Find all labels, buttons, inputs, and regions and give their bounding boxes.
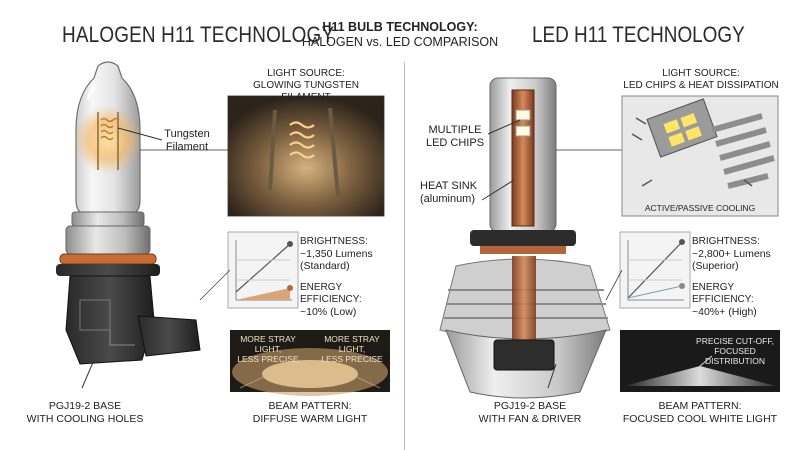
filament-label: Tungsten Filament: [164, 128, 210, 153]
led-cooling-label: ACTIVE/PASSIVE COOLING: [644, 203, 756, 213]
led-heading: LED H11 TECHNOLOGY: [532, 22, 745, 47]
led-light-source-label: LIGHT SOURCE: LED CHIPS & HEAT DISSIPATI…: [623, 68, 779, 91]
led-performance-chart: [619, 231, 691, 309]
led-bulb: [439, 77, 611, 399]
tungsten-filament: [97, 112, 120, 170]
halogen-beam-note-1: MORE STRAY LIGHT, LESS PRECISE: [237, 334, 299, 364]
page-title: H11 BULB TECHNOLOGY: HALOGEN vs. LED COM…: [300, 20, 500, 50]
halogen-beam-pattern: [230, 330, 390, 396]
led-light-source-inset: [621, 95, 779, 217]
chart-pointer-halogen: [199, 269, 231, 301]
halogen-performance-chart: [227, 231, 299, 309]
halogen-light-source-label: LIGHT SOURCE: GLOWING TUNGSTEN FILAMENT: [253, 68, 359, 103]
led-brightness: BRIGHTNESS: ~2,800+ Lumens (Superior): [692, 236, 771, 272]
heatsink-pointer: [481, 179, 515, 201]
halogen-base-label: PGJ19-2 BASE WITH COOLING HOLES: [26, 400, 144, 425]
halogen-brightness: BRIGHTNESS: ~1,350 Lumens (Standard): [300, 236, 373, 272]
base-pointer-led: [547, 363, 557, 389]
filament-pointer: [117, 127, 163, 141]
halogen-heading: HALOGEN H11 TECHNOLOGY: [62, 22, 335, 47]
led-beam-pattern: [620, 330, 780, 392]
led-chips-label: MULTIPLE LED CHIPS: [425, 124, 485, 149]
center-divider: [404, 62, 405, 450]
halogen-beam-pattern-label: BEAM PATTERN: DIFFUSE WARM LIGHT: [252, 400, 368, 425]
led-beam-note: PRECISE CUT-OFF, FOCUSED DISTRIBUTION: [696, 336, 774, 366]
title-line-2: HALOGEN vs. LED COMPARISON: [301, 35, 499, 49]
led-beam-pattern-label: BEAM PATTERN: FOCUSED COOL WHITE LIGHT: [622, 400, 778, 425]
led-efficiency: ENERGY EFFICIENCY: ~40%+ (High): [692, 282, 757, 318]
led-base-label: PGJ19-2 BASE WITH FAN & DRIVER: [478, 400, 582, 425]
chart-pointer-led: [605, 269, 623, 301]
chips-pointer: [487, 119, 521, 135]
base-pointer-halogen: [81, 359, 95, 389]
halogen-light-source-inset: [227, 95, 385, 217]
halogen-efficiency: ENERGY EFFICIENCY: ~10% (Low): [300, 282, 362, 318]
led-heatsink-label: HEAT SINK (aluminum): [420, 180, 478, 205]
halogen-beam-note-2: MORE STRAY LIGHT, LESS PRECISE: [321, 334, 383, 364]
title-line-1: H11 BULB TECHNOLOGY:: [322, 20, 478, 34]
halogen-bulb: [56, 61, 201, 365]
